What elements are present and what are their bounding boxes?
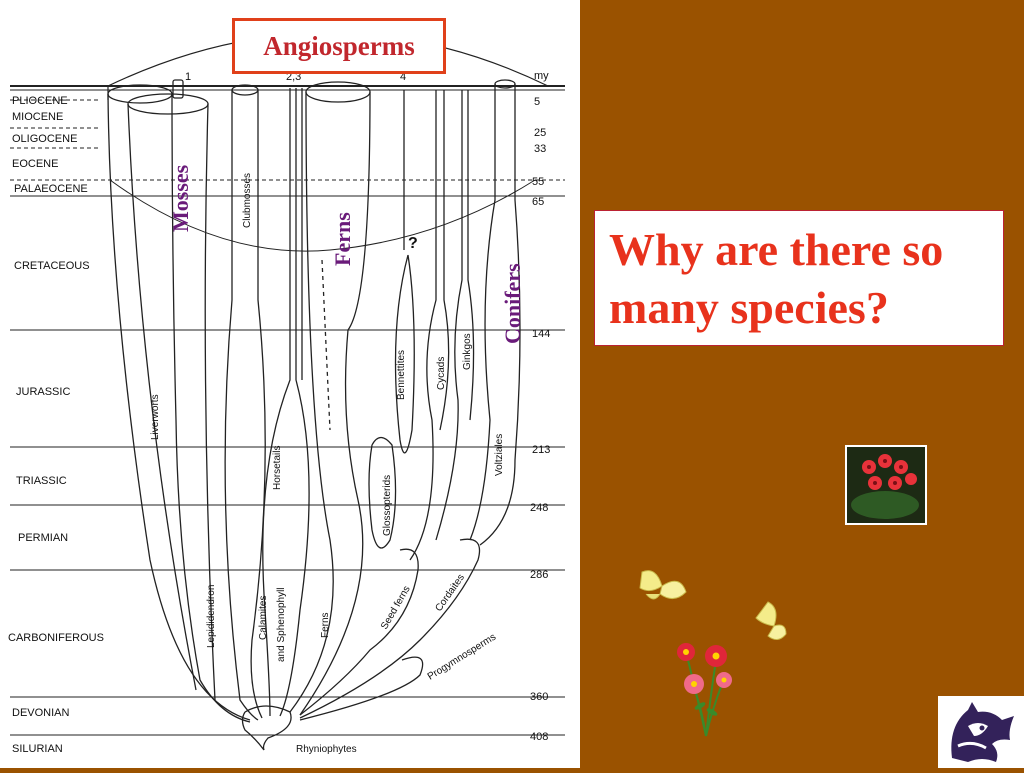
lineage-bennettites: Bennettites bbox=[396, 350, 407, 400]
age-label: 248 bbox=[530, 502, 548, 514]
period-label: PALAEOCENE bbox=[14, 183, 88, 195]
period-label: SILURIAN bbox=[12, 743, 63, 755]
lineage-lepidodendron: Lepididendron bbox=[206, 585, 217, 648]
lineage-ferns: Ferns bbox=[320, 612, 331, 638]
lineage-voltziales: Voltziales bbox=[494, 434, 505, 476]
period-label: EOCENE bbox=[12, 158, 58, 170]
age-label: 33 bbox=[534, 143, 546, 155]
angiosperms-title-box: Angiosperms bbox=[232, 18, 446, 74]
my-header: my bbox=[534, 70, 549, 82]
period-label: CRETACEOUS bbox=[14, 260, 90, 272]
age-label: 360 bbox=[530, 691, 548, 703]
husky-logo-icon bbox=[951, 702, 1014, 762]
plant-evolution-diagram: PLIOCENE MIOCENE OLIGOCENE EOCENE PALAEO… bbox=[0, 0, 580, 768]
angiosperms-title: Angiosperms bbox=[263, 30, 415, 61]
lineage-progymnosperms: Progymnosperms bbox=[426, 632, 498, 683]
flower-pot-photo bbox=[845, 445, 927, 525]
period-label: PERMIAN bbox=[18, 532, 68, 544]
lineage-glossopterids: Glossopterids bbox=[382, 475, 393, 536]
period-label: JURASSIC bbox=[16, 386, 70, 398]
period-label: TRIASSIC bbox=[16, 475, 67, 487]
lineage-rhyniophytes: Rhyniophytes bbox=[296, 744, 357, 755]
question-text: Why are there so many species? bbox=[609, 224, 944, 333]
lineage-cycads: Cycads bbox=[436, 357, 447, 390]
yellow-butterfly-icon bbox=[639, 570, 687, 600]
period-label: PLIOCENE bbox=[12, 95, 68, 107]
period-label: DEVONIAN bbox=[12, 707, 70, 719]
top-marker: 4 bbox=[400, 71, 406, 83]
age-label: 5 bbox=[534, 96, 540, 108]
lineage-sphenophyll: and Sphenophyll bbox=[276, 587, 287, 662]
husky-logo bbox=[938, 696, 1024, 768]
question-box: Why are there so many species? bbox=[594, 210, 1004, 346]
age-label: 408 bbox=[530, 731, 548, 743]
lineage-horsetails: Horsetails bbox=[272, 446, 283, 490]
red-flowers-icon bbox=[677, 643, 732, 737]
top-marker: 2,3 bbox=[286, 71, 301, 83]
lineage-cordaites: Cordaites bbox=[433, 572, 467, 613]
age-label: 213 bbox=[532, 444, 550, 456]
age-label: 55 bbox=[532, 176, 544, 188]
highlight-conifers: Conifers bbox=[500, 263, 525, 344]
yellow-butterfly-icon bbox=[755, 601, 787, 640]
phylogeny-chart: PLIOCENE MIOCENE OLIGOCENE EOCENE PALAEO… bbox=[8, 32, 565, 755]
period-label: OLIGOCENE bbox=[12, 133, 77, 145]
age-label: 25 bbox=[534, 127, 546, 139]
age-label: 286 bbox=[530, 569, 548, 581]
period-label: CARBONIFEROUS bbox=[8, 632, 104, 644]
age-label: 144 bbox=[532, 328, 550, 340]
lineage-ginkgos: Ginkgos bbox=[462, 333, 473, 370]
age-label: 65 bbox=[532, 196, 544, 208]
top-marker: 1 bbox=[185, 71, 191, 83]
lineage-liverworts: Liverworts bbox=[150, 394, 161, 440]
unknown-origin-mark: ? bbox=[408, 235, 418, 252]
lineage-calamites: Calamites bbox=[258, 596, 269, 640]
highlight-ferns: Ferns bbox=[330, 212, 355, 266]
lineage-clubmosses: Clubmosses bbox=[242, 173, 253, 228]
period-label: MIOCENE bbox=[12, 111, 63, 123]
highlight-mosses: Mosses bbox=[168, 164, 193, 232]
